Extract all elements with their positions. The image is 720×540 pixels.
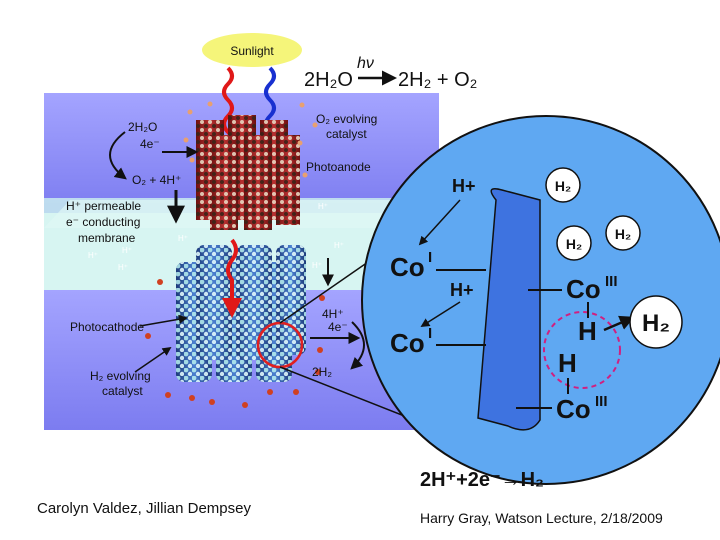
- h-h-bond-circle: [543, 311, 621, 389]
- zoom-hplus-mid: H+: [450, 280, 474, 300]
- membrane-proton-5: H⁺: [318, 202, 328, 211]
- photocathode-pointer: [139, 314, 188, 327]
- h2-bubble-2-label: H₂: [615, 226, 631, 242]
- cathode-electrons-label: 4e⁻: [328, 320, 348, 334]
- h2-bubble-large: [629, 295, 683, 349]
- sun-ellipse: [202, 33, 302, 67]
- credit-right: Harry Gray, Watson Lecture, 2/18/2009: [420, 510, 663, 526]
- anode-water-label: 2H₂O: [128, 120, 157, 134]
- membrane-proton-3: H⁺: [88, 251, 98, 260]
- o2-catalyst-line2: catalyst: [326, 127, 367, 141]
- photocathode-label: Photocathode: [70, 320, 144, 334]
- zoom-hplus-top: H+: [452, 176, 476, 196]
- h2-catalyst-line1: H₂ evolving: [90, 369, 151, 383]
- anode-reaction-arrow: [109, 131, 127, 180]
- bottom-equation: 2H⁺+2e⁻→H₂: [420, 469, 544, 491]
- cathode-reaction-arrow: [350, 321, 365, 370]
- h2-bubble-2: [605, 215, 641, 251]
- top-equation-right: 2H₂ + O₂: [398, 69, 477, 91]
- membrane-proton-2: H⁺: [122, 246, 132, 255]
- h2-release-arrow: [603, 315, 635, 332]
- h2-bubble-1: [545, 167, 581, 203]
- membrane-line3: membrane: [78, 231, 136, 245]
- h2-bubble-3: [556, 225, 592, 261]
- electrode-slab: [477, 188, 541, 431]
- h2-catalyst-pointer: [134, 346, 172, 373]
- zoom-co3-top-ox: III: [605, 273, 618, 290]
- red-ray-cathode: [222, 238, 242, 318]
- zoom-co1-top: Co: [390, 252, 425, 282]
- cathode-catalyst-particles: [145, 279, 325, 408]
- h2-catalyst-line2: catalyst: [102, 384, 143, 398]
- credit-left: Carolyn Valdez, Jillian Dempsey: [37, 500, 251, 517]
- membrane-line1: H⁺ permeable: [66, 199, 141, 213]
- o2-catalyst-line1: O₂ evolving: [316, 112, 377, 126]
- photocathode-tubes: [176, 245, 306, 382]
- zoom-co3-top: Co: [566, 274, 601, 304]
- zoom-h-bottom: H: [558, 348, 577, 378]
- h2-bubble-large-label: H₂: [642, 310, 670, 337]
- top-equation-left: 2H₂O: [304, 69, 353, 91]
- zoom-hplus-mid-arrow: [420, 301, 461, 327]
- membrane-line2: e⁻ conducting: [66, 215, 140, 229]
- cathode-protons-label: 4H⁺: [322, 307, 344, 321]
- membrane-proton-1: H⁺: [178, 234, 188, 243]
- photoanode-label: Photoanode: [306, 160, 371, 174]
- zoom-circle: [361, 115, 720, 485]
- membrane-proton-4: H⁺: [118, 263, 128, 272]
- h2-bubble-1-label: H₂: [555, 178, 571, 194]
- zoom-co1-bottom: Co: [390, 328, 425, 358]
- zoom-co3-bottom-ox: III: [595, 393, 608, 410]
- cathode-h2-label: 2H₂: [312, 365, 332, 379]
- h2-bubble-3-label: H₂: [566, 236, 582, 252]
- membrane-proton-7: H⁺: [312, 261, 322, 270]
- anode-products-label: O₂ + 4H⁺: [132, 173, 181, 187]
- zoom-hplus-top-arrow: [418, 199, 461, 246]
- zoom-co3-bottom: Co: [556, 394, 591, 424]
- zoom-co1-bottom-ox: I: [428, 325, 432, 342]
- sunlight-label: Sunlight: [230, 44, 274, 58]
- photoanode-tubes: [196, 115, 300, 230]
- zoom-co1-top-ox: I: [428, 249, 432, 266]
- top-equation-hv: hν: [357, 55, 374, 72]
- zoom-h-top: H: [578, 316, 597, 346]
- catalyst-particles: [183, 101, 318, 178]
- membrane-proton-6: H⁺: [334, 241, 344, 250]
- anode-electrons-label: 4e⁻: [140, 137, 160, 151]
